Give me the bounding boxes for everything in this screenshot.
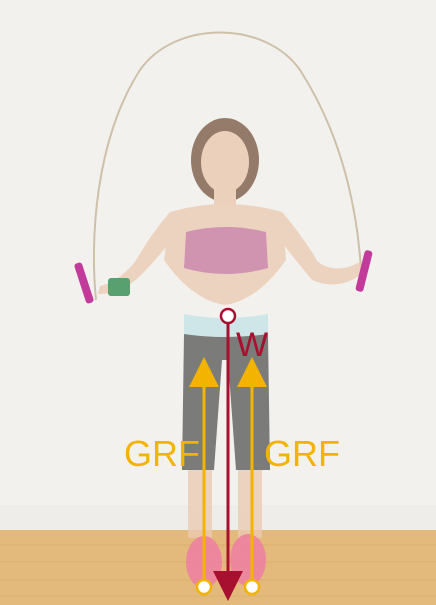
contact-point-right [245,580,259,594]
wristband [108,278,130,296]
center-of-mass-marker [221,309,235,323]
left-shin [188,470,212,538]
weight-label: W [236,326,268,364]
contact-point-left [197,580,211,594]
grf-label-left: GRF [124,433,200,474]
right-shin [238,470,262,538]
grf-label-right: GRF [264,433,340,474]
sports-top [184,227,268,274]
right-shoe [230,534,266,586]
face [201,131,249,193]
